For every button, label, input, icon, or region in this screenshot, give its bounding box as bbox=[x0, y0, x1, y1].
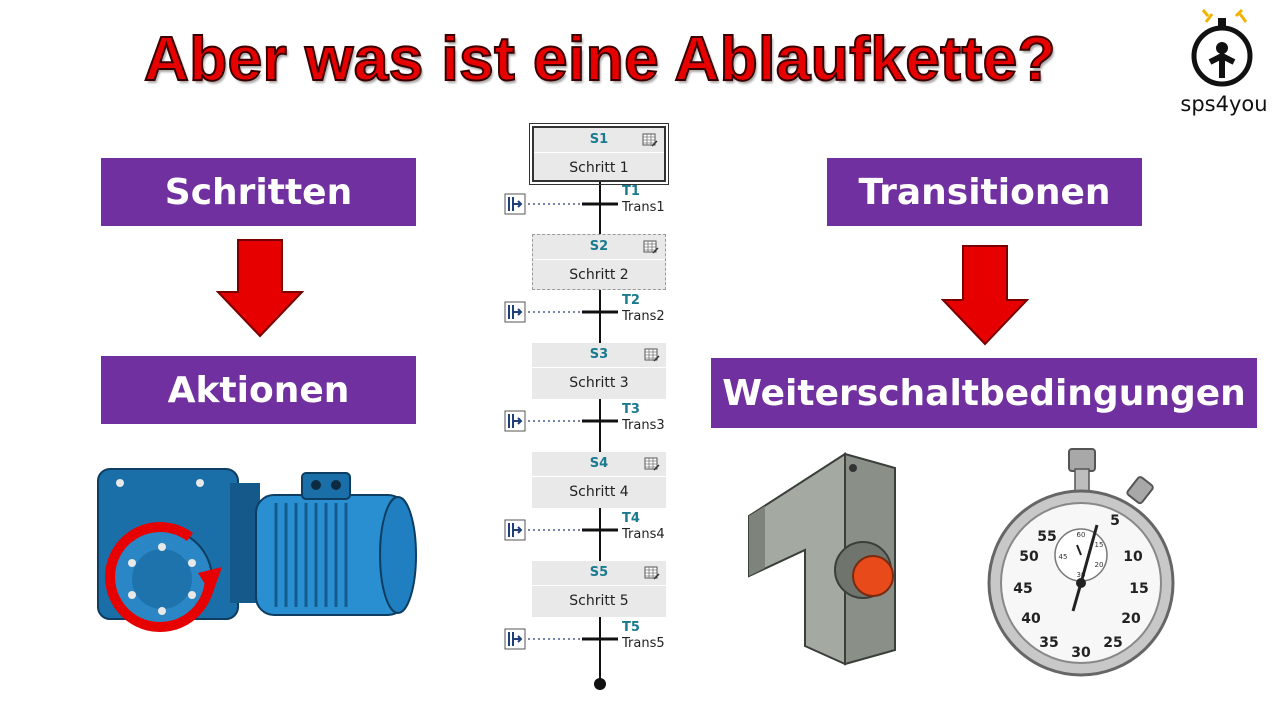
dial-number-20: 20 bbox=[1121, 611, 1141, 627]
transition-t5[interactable]: T5 Trans5 bbox=[622, 620, 665, 652]
transition-condition-icon[interactable] bbox=[504, 410, 526, 432]
step-id: S3 bbox=[532, 343, 666, 368]
step-s5[interactable]: S5 Schritt 5 bbox=[532, 561, 666, 617]
sps4you-logo-icon bbox=[1191, 8, 1253, 87]
subdial-number-15: 15 bbox=[1095, 541, 1104, 549]
step-s2[interactable]: S2 Schritt 2 bbox=[532, 234, 666, 290]
subdial-number-20: 20 bbox=[1095, 561, 1104, 569]
label-box-transitionen: Transitionen bbox=[827, 158, 1142, 226]
subdial-number-45: 45 bbox=[1059, 553, 1068, 561]
transition-condition-icon[interactable] bbox=[504, 193, 526, 215]
label-box-schritte: Schritten bbox=[101, 158, 416, 226]
step-id: S2 bbox=[533, 235, 665, 260]
stopwatch-icon: 5 10 15 20 25 30 35 40 45 50 55 60 15 20… bbox=[987, 448, 1175, 677]
label-box-weiterschaltbedingungen: Weiterschaltbedingungen bbox=[711, 358, 1257, 428]
sequence-chain-diagram: S1 Schritt 1 S2 Schritt 2 S3 Schritt 3 S… bbox=[498, 120, 688, 700]
dial-number-30: 30 bbox=[1071, 645, 1091, 661]
transition-t1[interactable]: T1 Trans1 bbox=[622, 184, 665, 216]
step-name: Schritt 3 bbox=[569, 375, 629, 391]
step-s4[interactable]: S4 Schritt 4 bbox=[532, 452, 666, 508]
step-name: Schritt 2 bbox=[569, 267, 629, 283]
step-name: Schritt 4 bbox=[569, 484, 629, 500]
transition-name: Trans4 bbox=[622, 527, 665, 542]
transition-condition-icon[interactable] bbox=[504, 519, 526, 541]
subdial-number-60: 60 bbox=[1077, 531, 1086, 539]
action-table-icon[interactable] bbox=[643, 240, 659, 254]
transition-name: Trans2 bbox=[622, 309, 665, 324]
inductive-sensor-icon bbox=[748, 452, 896, 666]
transition-id: T5 bbox=[622, 620, 640, 635]
logo-text: sps4you bbox=[1180, 92, 1268, 116]
dial-number-45: 45 bbox=[1013, 581, 1032, 597]
dial-number-5: 5 bbox=[1110, 513, 1120, 529]
dial-number-50: 50 bbox=[1019, 549, 1039, 565]
dial-number-25: 25 bbox=[1103, 635, 1122, 651]
page-title: Aber was ist eine Ablaufkette? bbox=[143, 24, 1056, 95]
dial-number-55: 55 bbox=[1037, 529, 1056, 545]
sequence-connectors bbox=[528, 180, 618, 690]
transition-t3[interactable]: T3 Trans3 bbox=[622, 402, 665, 434]
subdial-number-30: 30 bbox=[1077, 571, 1086, 579]
action-table-icon[interactable] bbox=[644, 348, 660, 362]
down-arrow-left-icon bbox=[216, 239, 304, 338]
step-s1[interactable]: S1 Schritt 1 bbox=[529, 123, 669, 185]
label-box-aktionen: Aktionen bbox=[101, 356, 416, 424]
down-arrow-right-icon bbox=[941, 245, 1029, 346]
action-table-icon[interactable] bbox=[644, 457, 660, 471]
step-name: Schritt 5 bbox=[569, 593, 629, 609]
dial-number-10: 10 bbox=[1123, 549, 1143, 565]
step-id: S1 bbox=[534, 128, 664, 153]
transition-t4[interactable]: T4 Trans4 bbox=[622, 511, 665, 543]
dial-number-40: 40 bbox=[1021, 611, 1041, 627]
action-table-icon[interactable] bbox=[644, 566, 660, 580]
step-name: Schritt 1 bbox=[569, 160, 629, 176]
transition-condition-icon[interactable] bbox=[504, 628, 526, 650]
dial-number-15: 15 bbox=[1129, 581, 1148, 597]
step-id: S4 bbox=[532, 452, 666, 477]
step-id: S5 bbox=[532, 561, 666, 586]
step-s3[interactable]: S3 Schritt 3 bbox=[532, 343, 666, 399]
transition-t2[interactable]: T2 Trans2 bbox=[622, 293, 665, 325]
transition-name: Trans1 bbox=[622, 200, 665, 215]
transition-name: Trans5 bbox=[622, 636, 665, 651]
transition-id: T1 bbox=[622, 184, 640, 199]
transition-name: Trans3 bbox=[622, 418, 665, 433]
transition-id: T3 bbox=[622, 402, 640, 417]
transition-id: T4 bbox=[622, 511, 640, 526]
action-table-icon[interactable] bbox=[642, 133, 658, 147]
transition-id: T2 bbox=[622, 293, 640, 308]
gear-motor-icon bbox=[97, 468, 417, 633]
dial-number-35: 35 bbox=[1039, 635, 1058, 651]
transition-condition-icon[interactable] bbox=[504, 301, 526, 323]
